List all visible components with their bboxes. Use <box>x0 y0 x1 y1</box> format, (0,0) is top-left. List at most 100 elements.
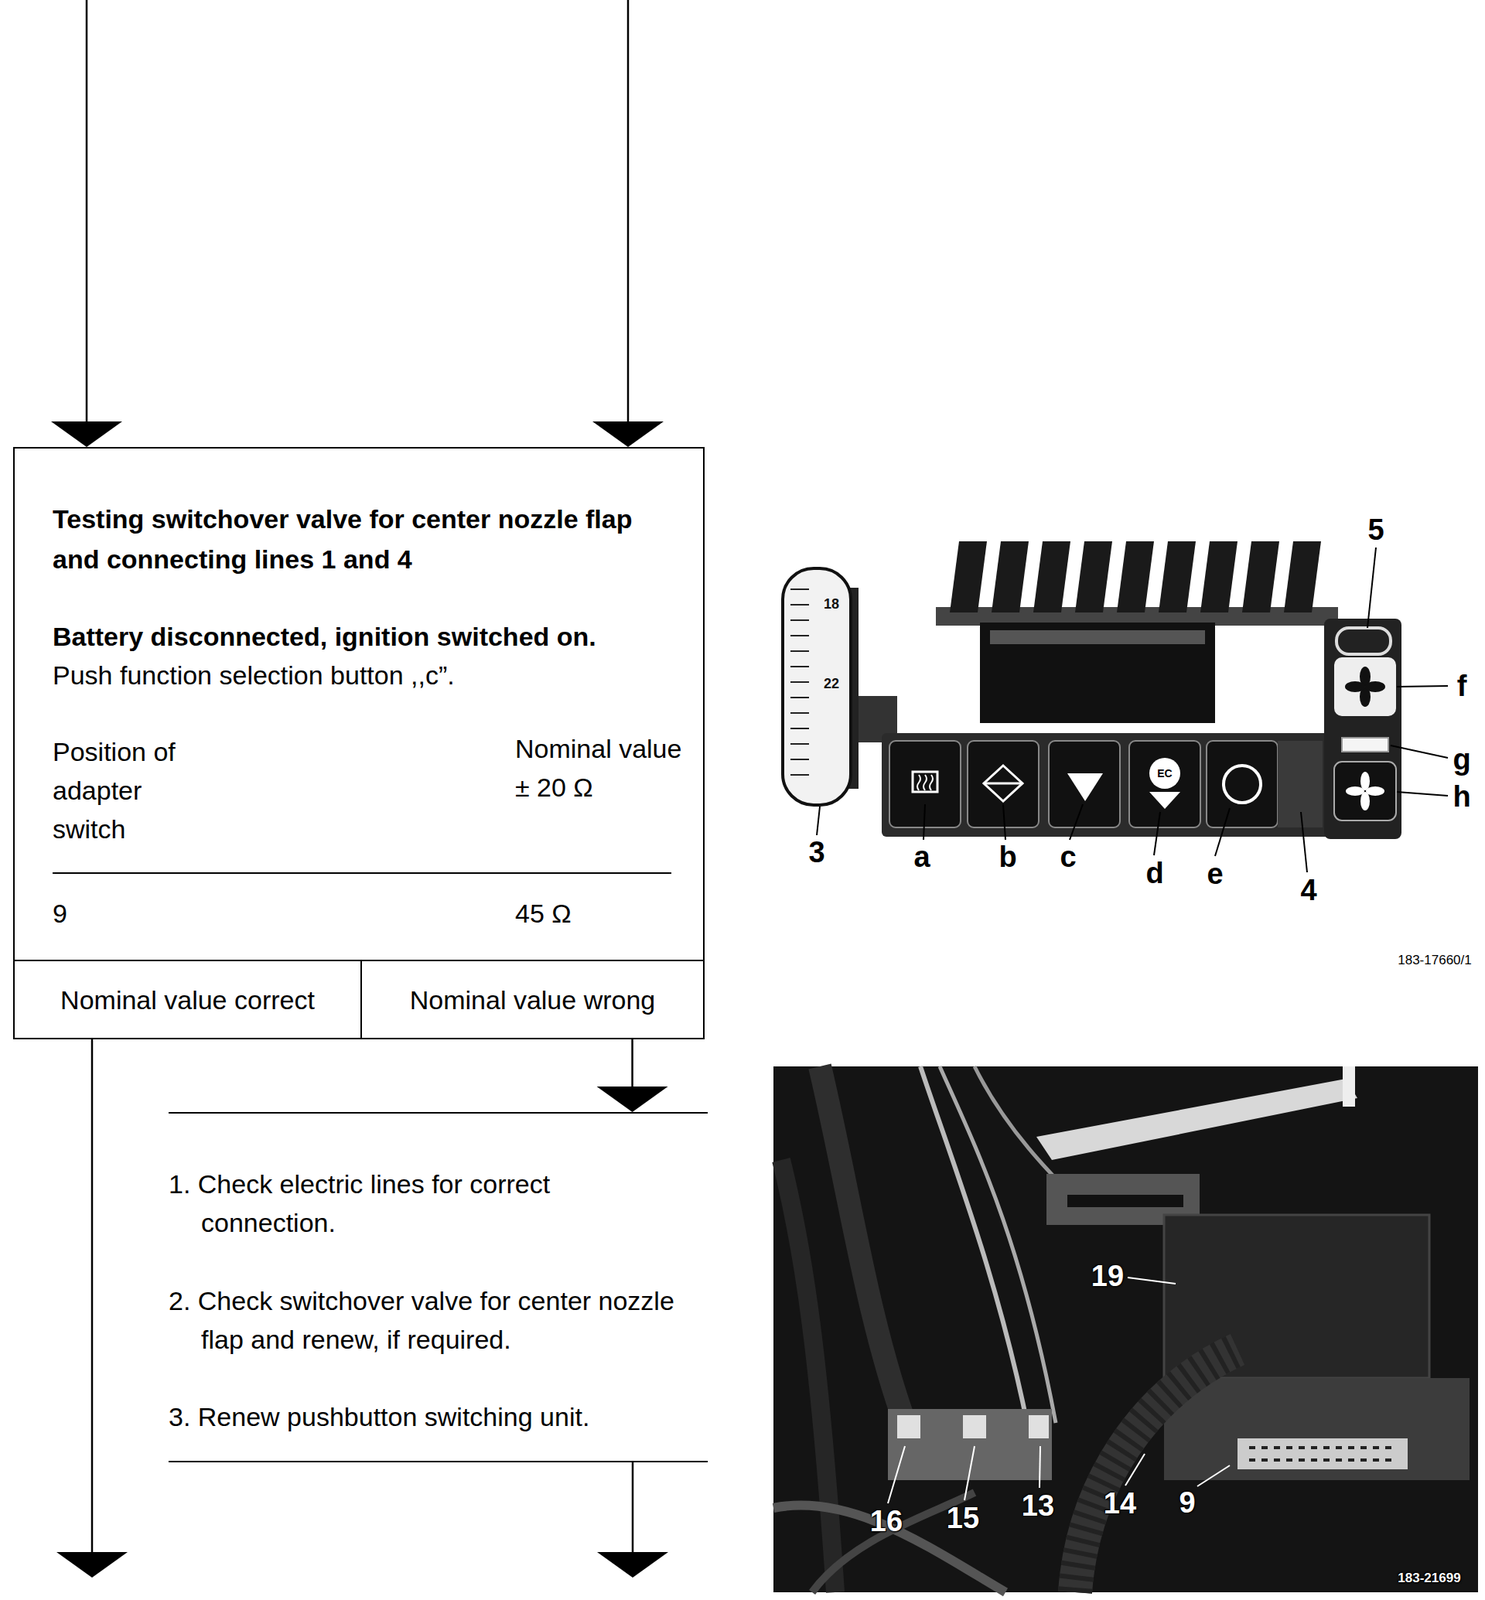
test-instruction: Push function selection button ,,c”. <box>52 655 687 696</box>
defrost-icon <box>917 774 933 791</box>
temperature-dial <box>782 568 851 806</box>
action-item: 1. Check electric lines for correct conn… <box>168 1164 687 1243</box>
leader-lines <box>816 547 1448 873</box>
flow-line <box>631 1039 634 1088</box>
fan-blade <box>1360 792 1370 811</box>
leader-line <box>1153 812 1161 856</box>
callout-letter: e <box>1206 859 1223 889</box>
leader-line <box>887 1446 905 1504</box>
leader-lines <box>887 1277 1230 1504</box>
step-heading: Testing switchover valve for center nozz… <box>52 498 664 580</box>
result-cell: Nominal value correct <box>13 959 362 1040</box>
leader-line <box>1125 1454 1145 1486</box>
leader-line <box>1396 686 1448 687</box>
vacuum-line <box>939 1066 1056 1424</box>
callout-number: 3 <box>808 837 825 868</box>
arrowhead <box>56 1552 128 1578</box>
cooling-fin <box>1200 541 1238 613</box>
button-strip <box>881 733 1331 837</box>
leader-line <box>1127 1277 1176 1284</box>
action-item: 2. Check switchover valve for center noz… <box>168 1281 687 1359</box>
defrost-icon <box>912 771 938 792</box>
cable <box>812 1492 975 1593</box>
photo-ground <box>773 1066 1479 1593</box>
leader-line <box>1197 1465 1230 1487</box>
leader-line <box>816 806 820 836</box>
table-rule <box>52 872 672 874</box>
dial-tick <box>790 696 810 699</box>
result-text: Nominal value correct <box>60 984 315 1016</box>
leader-line <box>1367 547 1376 629</box>
dial-tick <box>790 758 810 761</box>
corrugated-hose <box>1075 1349 1238 1593</box>
callout-number: 5 <box>1367 515 1384 545</box>
cooling-fin <box>1075 541 1113 613</box>
panel <box>1277 740 1323 828</box>
control-panel-photo <box>782 541 1448 873</box>
flow-arrow <box>51 0 669 1578</box>
callout-number: 9 <box>1178 1488 1195 1518</box>
table-header: Nominal value ± 20 Ω <box>515 729 693 807</box>
cooling-fin <box>1033 541 1071 613</box>
mode-icon <box>1067 773 1103 802</box>
connector-pins <box>1067 1194 1184 1208</box>
dial-tick <box>790 681 810 683</box>
indicator-slot <box>1341 737 1389 752</box>
hose <box>781 1160 836 1593</box>
fan-icon <box>1345 771 1385 811</box>
dial-number: 22 <box>823 676 840 691</box>
callout-letter: b <box>998 842 1017 872</box>
cooling-fin <box>1242 541 1280 613</box>
button-marking: EC <box>1157 768 1172 779</box>
dial-tick <box>790 588 810 591</box>
mode-icon <box>985 782 1021 786</box>
cooling-fin <box>949 541 987 613</box>
indicator-lamp <box>1336 628 1391 655</box>
leader-line <box>1215 808 1230 857</box>
dial-number: 18 <box>823 597 840 612</box>
action-item: 3. Renew pushbutton switching unit. <box>168 1397 687 1437</box>
cooling-fin <box>1283 541 1322 613</box>
arrowhead <box>597 1552 669 1578</box>
callout-number: 15 <box>946 1503 980 1533</box>
fan-blade <box>1345 786 1365 796</box>
cooling-fin <box>1158 541 1196 613</box>
table-header: Position of adapter switch <box>52 732 208 849</box>
callout-letter: h <box>1452 781 1471 812</box>
table-cell: 45 Ω <box>515 894 693 933</box>
callout-number: 13 <box>1021 1491 1055 1521</box>
dial-tick <box>790 712 810 714</box>
mode-icon <box>983 765 1023 802</box>
corrugated-hose <box>1075 1349 1238 1593</box>
callout-number: 19 <box>1091 1261 1124 1291</box>
leader-line <box>1039 1446 1041 1489</box>
arrowhead <box>51 421 123 448</box>
fan-blade <box>1365 786 1385 796</box>
bracket <box>1342 1066 1356 1107</box>
valve <box>962 1415 987 1439</box>
leader-line <box>1069 804 1083 840</box>
off-icon <box>1223 765 1261 803</box>
figure-number: 183-21699 <box>1397 1571 1461 1585</box>
test-condition: Battery disconnected, ignition switched … <box>52 616 687 657</box>
test-step-box: Testing switchover valve for center nozz… <box>13 447 705 962</box>
result-cell: Nominal value wrong <box>360 959 705 1040</box>
dial-ticks <box>790 589 810 775</box>
figure-number: 183-17660/1 <box>1397 953 1472 967</box>
fan-blade <box>1360 771 1370 791</box>
callout-letter: a <box>913 842 930 872</box>
cooling-fin <box>991 541 1029 613</box>
flow-line <box>627 0 630 423</box>
push-button <box>1206 740 1278 828</box>
fan-icon <box>1345 666 1386 707</box>
dial-tick <box>790 650 810 653</box>
dial-tick <box>790 619 810 622</box>
arrowhead <box>597 1086 669 1113</box>
blower-switch <box>1324 618 1402 840</box>
dial-tick <box>790 665 810 668</box>
switch-housing <box>979 622 1216 724</box>
leader-line <box>1300 812 1308 873</box>
